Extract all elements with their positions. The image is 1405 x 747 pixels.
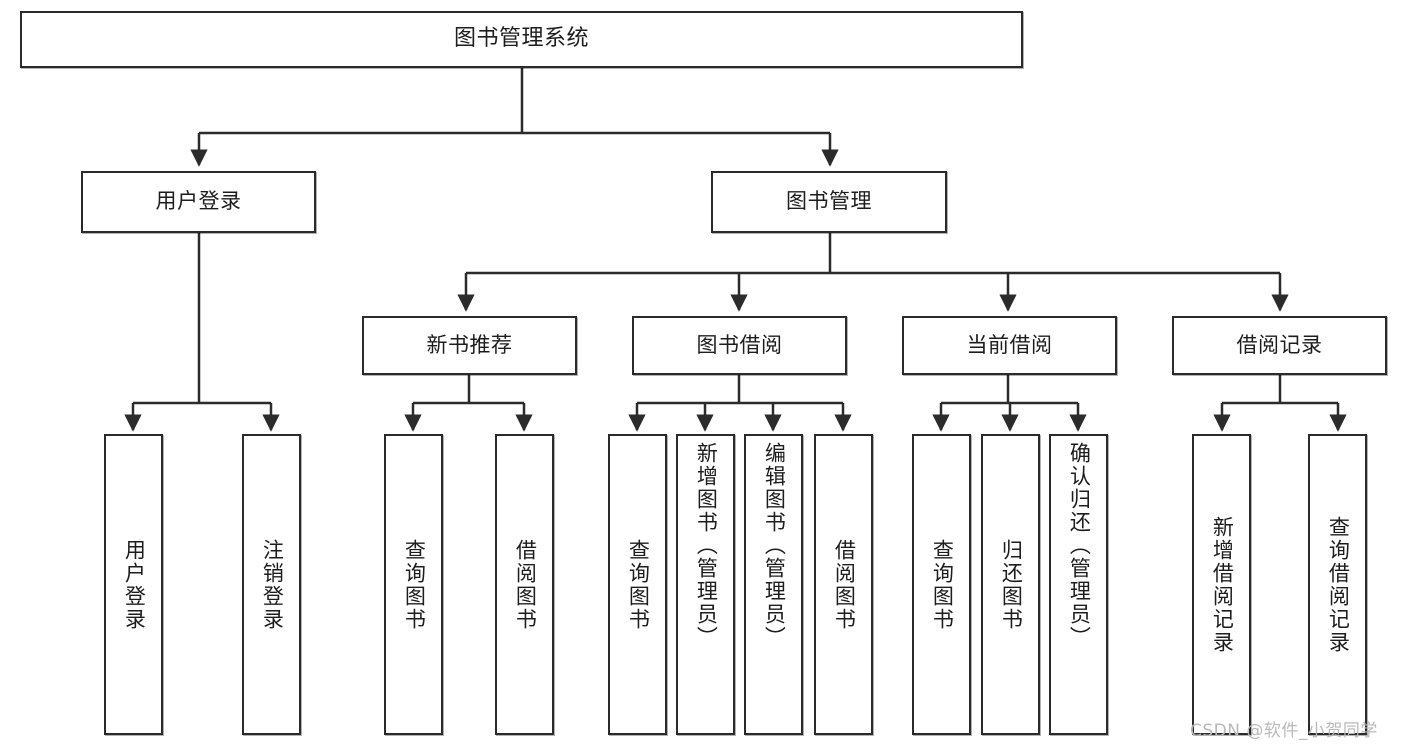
node-label: 查询图书 <box>402 538 427 631</box>
node-label: 编辑图书（管理员） <box>762 442 787 649</box>
node-user-login[interactable]: 用户登录 <box>81 171 316 233</box>
node-label: 确认归还（管理员） <box>1067 442 1092 649</box>
node-leaf-borrow-book-2[interactable]: 借阅图书 <box>814 434 873 735</box>
node-label: 新增图书（管理员） <box>694 442 719 649</box>
node-leaf-return-book[interactable]: 归还图书 <box>981 434 1040 735</box>
node-leaf-logout-login[interactable]: 注销登录 <box>242 434 301 735</box>
node-label: 新书推荐 <box>426 332 513 357</box>
node-label: 借阅图书 <box>832 538 857 631</box>
node-leaf-query-book-1[interactable]: 查询图书 <box>384 434 443 735</box>
node-label: 查询图书 <box>626 538 651 631</box>
node-leaf-borrow-book-1[interactable]: 借阅图书 <box>495 434 554 735</box>
node-label: 当前借阅 <box>966 332 1053 357</box>
node-leaf-query-book-2[interactable]: 查询图书 <box>608 434 667 735</box>
node-leaf-edit-book-admin[interactable]: 编辑图书（管理员） <box>744 434 803 735</box>
node-label: 查询借阅记录 <box>1326 515 1351 654</box>
node-new-book-recommend[interactable]: 新书推荐 <box>362 316 577 375</box>
node-leaf-confirm-return-admin[interactable]: 确认归还（管理员） <box>1049 434 1108 735</box>
node-book-manage[interactable]: 图书管理 <box>711 171 947 233</box>
node-leaf-query-borrow-record[interactable]: 查询借阅记录 <box>1308 434 1367 735</box>
node-book-borrow[interactable]: 图书借阅 <box>632 316 847 375</box>
node-label: 注销登录 <box>260 538 285 631</box>
node-label: 图书管理 <box>786 189 872 214</box>
node-root-system[interactable]: 图书管理系统 <box>20 11 1023 68</box>
node-label: 用户登录 <box>122 538 147 631</box>
node-current-borrow[interactable]: 当前借阅 <box>902 316 1117 375</box>
node-label: 新增借阅记录 <box>1210 515 1235 654</box>
node-label: 查询图书 <box>930 538 955 631</box>
node-borrow-record[interactable]: 借阅记录 <box>1172 316 1387 375</box>
node-label: 图书借阅 <box>696 332 783 357</box>
csdn-watermark: CSDN @软件_小贺同学 <box>1190 721 1378 741</box>
node-leaf-user-login[interactable]: 用户登录 <box>104 434 163 735</box>
node-leaf-add-book-admin[interactable]: 新增图书（管理员） <box>676 434 735 735</box>
node-leaf-add-borrow-record[interactable]: 新增借阅记录 <box>1192 434 1251 735</box>
node-label: 用户登录 <box>155 189 242 214</box>
node-label: 归还图书 <box>999 538 1024 631</box>
node-label: 借阅记录 <box>1236 332 1323 357</box>
node-label: 借阅图书 <box>513 538 538 631</box>
node-label: 图书管理系统 <box>453 26 589 52</box>
node-leaf-query-book-3[interactable]: 查询图书 <box>912 434 971 735</box>
